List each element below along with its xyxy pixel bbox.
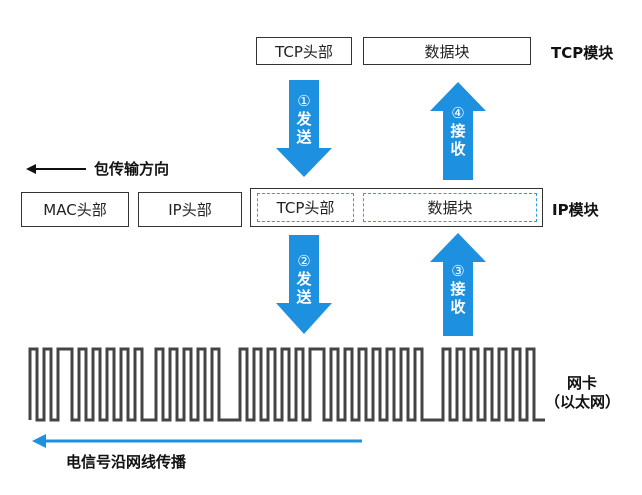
receive-arrow-4 [430,82,486,180]
data-block-inner-label: 数据块 [427,199,473,217]
tcp-header-box: TCP头部 [256,37,352,65]
mac-header-box: MAC头部 [21,192,129,227]
data-block-box: 数据块 [363,37,531,65]
step-3-char-2: 收 [450,298,466,316]
tcp-module-label: TCP模块 [551,44,614,62]
mac-header-label: MAC头部 [43,201,107,219]
tcp-header-label: TCP头部 [275,42,333,61]
step-2-char-1: 发 [296,270,312,288]
ip-module-label: IP模块 [552,201,599,219]
packet-direction-arrowhead [26,164,36,174]
data-block-label: 数据块 [424,42,470,61]
tcp-header-inner-label: TCP头部 [276,199,335,217]
send-arrow-1-text: ① 发 送 [292,92,316,146]
receive-arrow-3 [430,233,486,336]
step-4-char-2: 收 [450,140,466,158]
send-arrow-2 [276,235,332,334]
nic-label-line1: 网卡 [567,374,598,392]
signal-direction-arrowhead [32,434,46,448]
nic-label-line2: （以太网） [545,393,621,411]
step-3-char-1: 接 [450,280,466,298]
step-3-number: ③ [451,262,465,280]
tcp-header-dashed-box: TCP头部 [257,193,354,222]
step-4-number: ④ [451,104,465,122]
send-arrow-1 [276,80,332,177]
step-1-char-2: 送 [296,128,312,146]
ip-payload-box [250,188,543,227]
data-block-dashed-box: 数据块 [363,193,537,222]
step-2-number: ② [297,252,311,270]
step-1-char-1: 发 [296,110,312,128]
receive-arrow-3-text: ③ 接 收 [446,262,470,316]
step-1-number: ① [297,92,311,110]
signal-direction-label: 电信号沿网线传播 [66,453,187,471]
receive-arrow-4-text: ④ 接 收 [446,104,470,158]
step-2-char-2: 送 [296,288,312,306]
step-4-char-1: 接 [450,122,466,140]
ip-header-box: IP头部 [138,192,242,227]
ip-header-label: IP头部 [168,201,212,219]
ethernet-signal-waveform [28,347,545,422]
send-arrow-2-text: ② 发 送 [292,252,316,306]
packet-direction-label: 包传输方向 [94,160,170,178]
